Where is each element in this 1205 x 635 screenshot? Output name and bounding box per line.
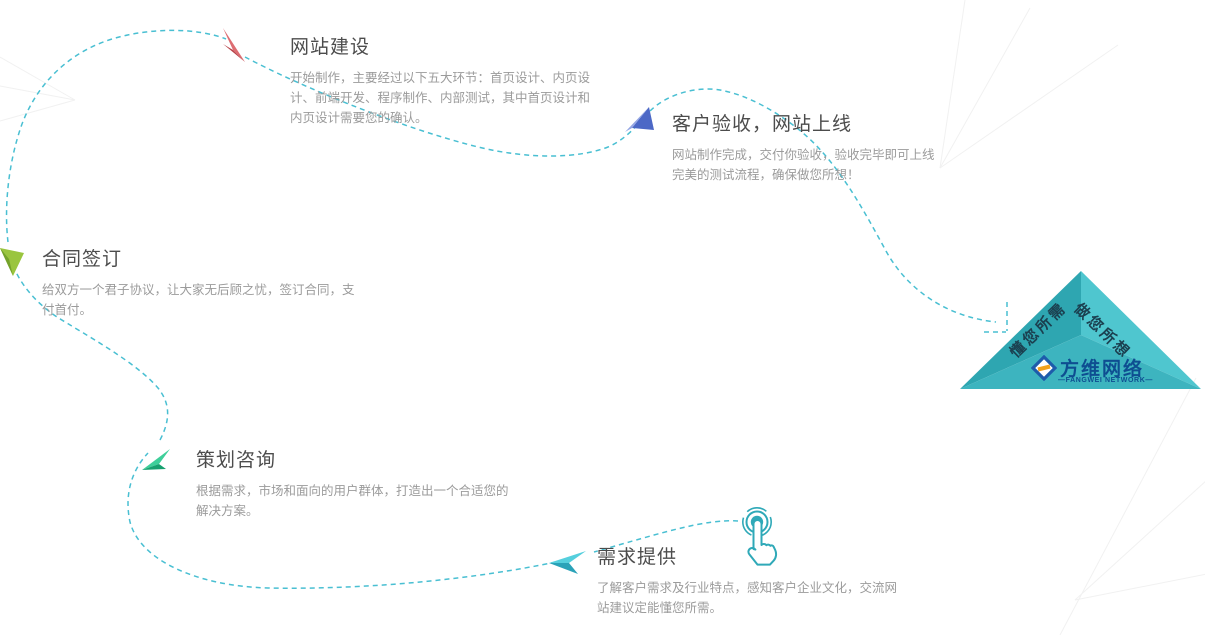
step-title: 合同签订	[42, 249, 123, 270]
step-description: 开始制作，主要经过以下五大环节：首页设计、内页设计、前端开发、程序制作、内部测试…	[290, 71, 591, 125]
step-acceptance-launch: 客户验收，网站上线 网站制作完成，交付你验收，验收完毕即可上线完美的测试流程，确…	[672, 109, 940, 185]
step-title: 策划咨询	[196, 450, 277, 471]
flow-dashed-path	[5, 29, 1008, 589]
fangwei-logo-icon	[1031, 354, 1057, 381]
paper-plane-green-icon	[0, 248, 24, 276]
pointing-hand-icon	[747, 519, 778, 566]
step-contract-signing: 合同签订 给双方一个君子协议，让大家无后顾之忧，签订合同，支付首付。	[42, 244, 360, 320]
pyramid-right-face	[1081, 271, 1201, 389]
touch-pointer-icon	[741, 506, 778, 566]
step-website-build: 网站建设 开始制作，主要经过以下五大环节：首页设计、内页设计、前端开发、程序制作…	[290, 32, 596, 128]
paper-plane-blue-icon	[625, 107, 654, 132]
step-description: 根据需求，市场和面向的用户群体，打造出一个合适您的解决方案。	[196, 484, 509, 518]
step-arrows	[0, 28, 654, 574]
brand-name: 方维网络	[1060, 359, 1145, 380]
fangwei-pyramid	[960, 271, 1201, 389]
step-title: 需求提供	[597, 547, 678, 568]
step-planning-consult: 策划咨询 根据需求，市场和面向的用户群体，打造出一个合适您的解决方案。	[196, 445, 514, 521]
fangwei-brand: 方维网络	[1031, 354, 1144, 381]
pyramid-front-face	[960, 335, 1201, 389]
brand-name-en: —FANGWEI NETWORK—	[1058, 377, 1153, 384]
step-description: 网站制作完成，交付你验收，验收完毕即可上线完美的测试流程，确保做您所想！	[672, 148, 935, 182]
paper-plane-red-icon	[223, 28, 245, 62]
step-description: 给双方一个君子协议，让大家无后顾之忧，签订合同，支付首付。	[42, 283, 355, 317]
pyramid-left-face	[960, 271, 1081, 389]
paper-plane-emerald-icon	[142, 449, 170, 470]
step-description: 了解客户需求及行业特点，感知客户企业文化，交流网站建议定能懂您所需。	[597, 581, 898, 615]
step-title: 客户验收，网站上线	[672, 114, 853, 135]
step-title: 网站建设	[290, 37, 371, 58]
step-requirements: 需求提供 了解客户需求及行业特点，感知客户企业文化，交流网站建议定能懂您所需。	[597, 542, 903, 618]
paper-plane-cyan-icon	[549, 551, 586, 574]
